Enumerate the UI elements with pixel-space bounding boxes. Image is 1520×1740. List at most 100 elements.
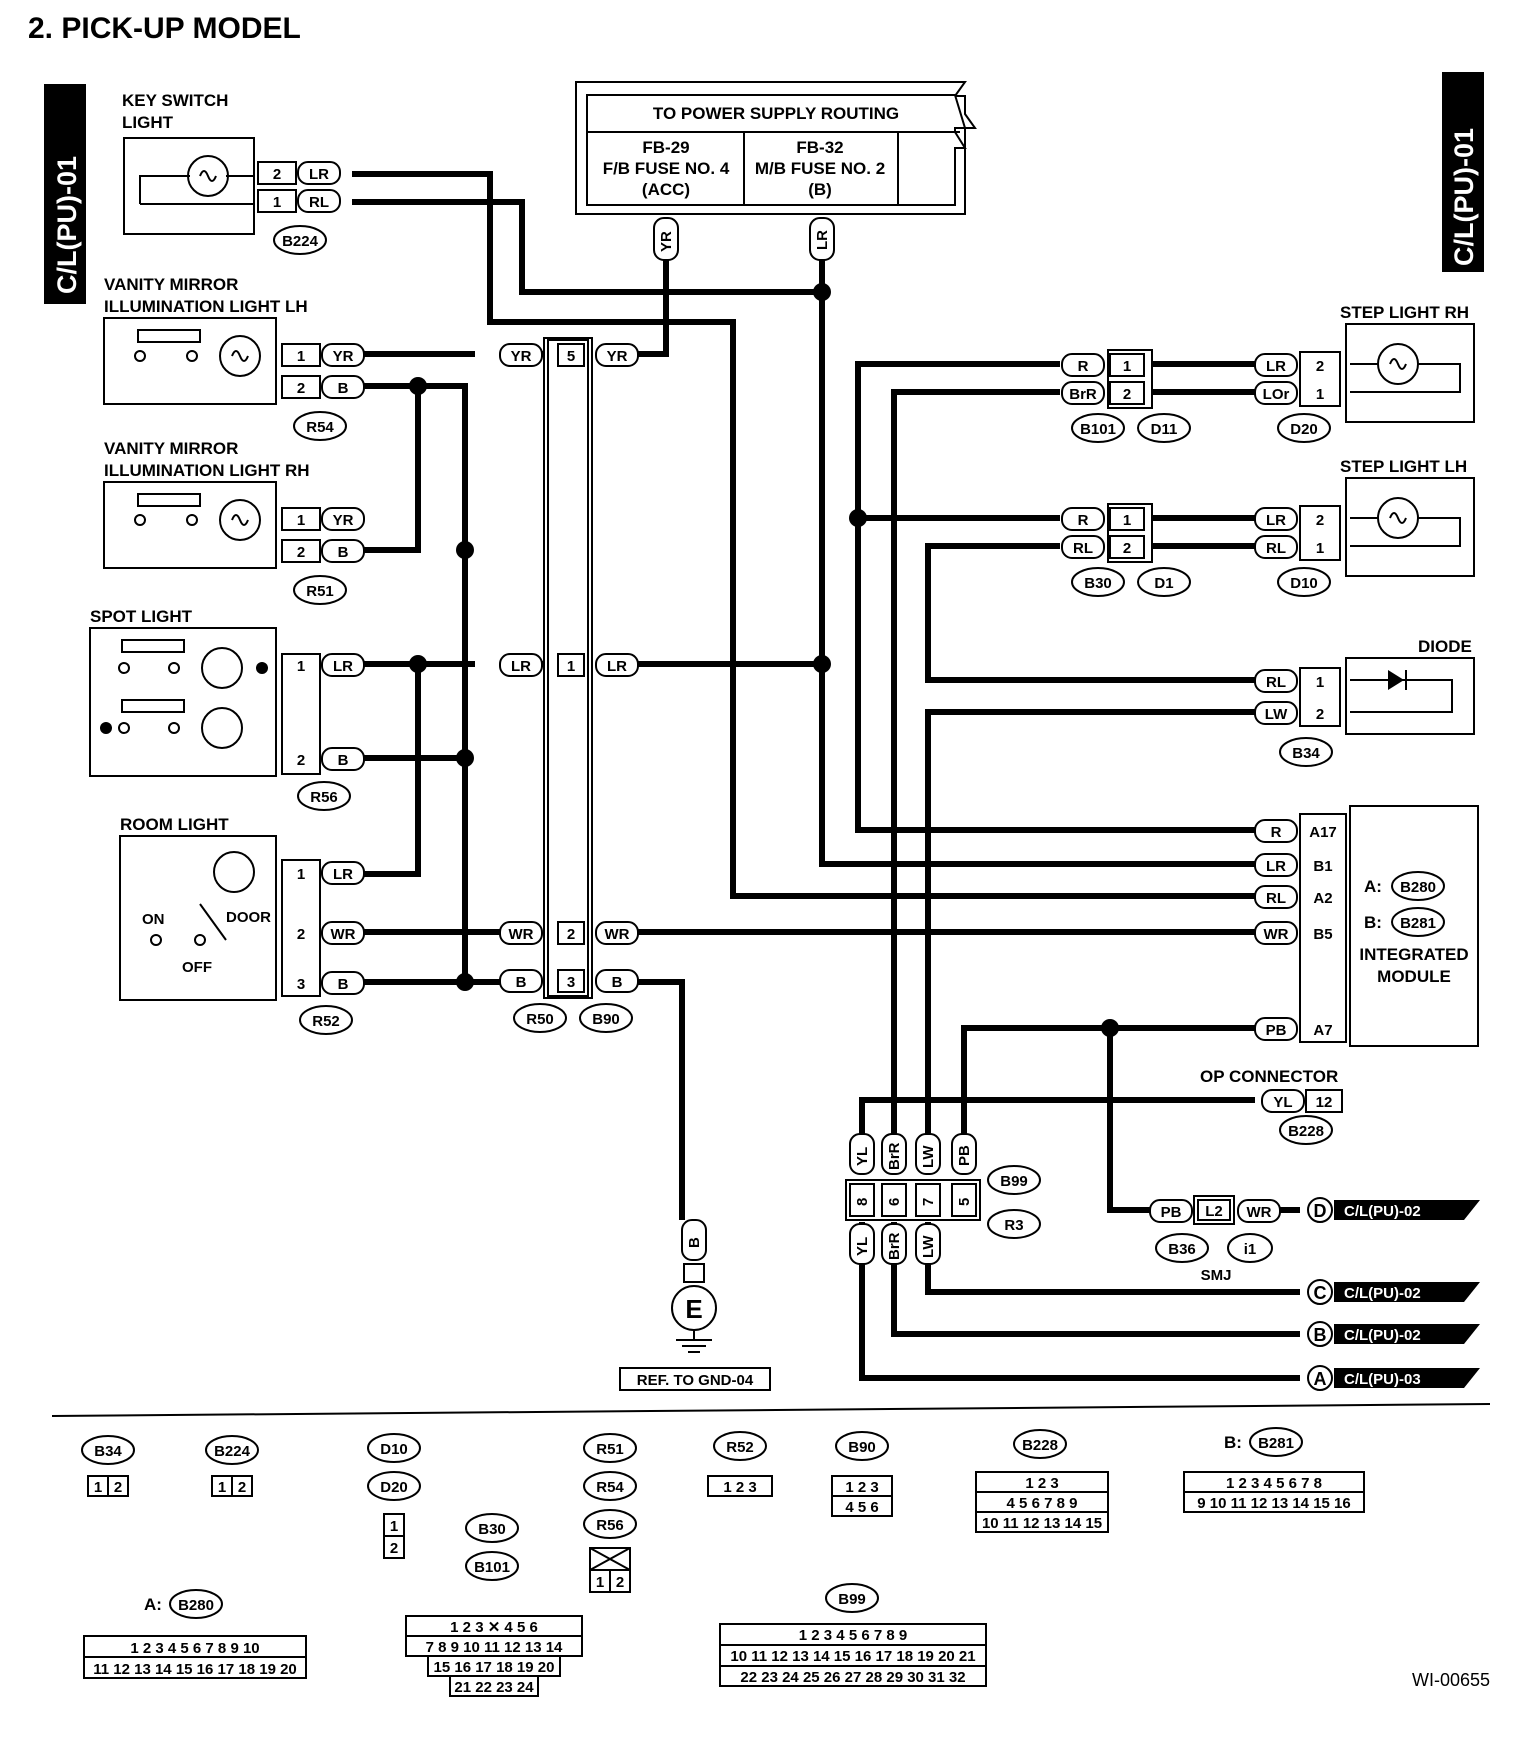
svg-text:B:: B: [1364, 913, 1382, 932]
svg-text:C/L(PU)-02: C/L(PU)-02 [1344, 1203, 1421, 1220]
step-light-rh: STEP LIGHT RH LR LOr 2 1 D20 [1254, 303, 1475, 443]
svg-text:1: 1 [596, 1574, 604, 1591]
svg-text:12: 12 [1316, 1094, 1333, 1111]
vanity-mirror-light-rh: VANITY MIRROR ILLUMINATION LIGHT RH 1 2 … [103, 439, 365, 605]
svg-text:2: 2 [1316, 358, 1324, 375]
connector-b224: B224 [282, 233, 319, 250]
svg-text:6: 6 [886, 1198, 903, 1206]
svg-text:1: 1 [1123, 358, 1131, 375]
svg-text:R: R [1078, 358, 1089, 375]
svg-text:B99: B99 [838, 1591, 866, 1608]
svg-text:PB: PB [1161, 1204, 1182, 1221]
connector-r52: R52 [312, 1013, 340, 1030]
svg-text:YR: YR [658, 231, 675, 252]
svg-text:LR: LR [333, 658, 353, 675]
junction-dots [409, 283, 1119, 1037]
svg-text:2: 2 [1316, 512, 1324, 529]
side-tab-left: C/L(PU)-01 [44, 84, 86, 304]
diode: DIODE RL LW 1 2 B34 [1254, 637, 1475, 767]
ground-ref: REF. TO GND-04 [637, 1372, 754, 1389]
svg-text:M/B FUSE NO. 2: M/B FUSE NO. 2 [755, 159, 885, 178]
svg-text:LR: LR [814, 230, 831, 250]
svg-text:B30: B30 [1084, 575, 1112, 592]
svg-text:4 5 6 7 8 9: 4 5 6 7 8 9 [1007, 1495, 1078, 1512]
svg-text:LR: LR [1266, 858, 1286, 875]
svg-text:B280: B280 [178, 1597, 214, 1614]
svg-text:D: D [1314, 1201, 1327, 1221]
svg-text:1: 1 [390, 1518, 398, 1535]
svg-text:1 2 3: 1 2 3 [845, 1479, 878, 1496]
connector-b101-d11: R BrR 1 2 B101 D11 [1061, 349, 1191, 443]
svg-text:D10: D10 [380, 1441, 408, 1458]
svg-text:2: 2 [1123, 540, 1131, 557]
connector-r54: R54 [306, 419, 334, 436]
svg-text:C/L(PU)-02: C/L(PU)-02 [1344, 1327, 1421, 1344]
svg-text:1: 1 [297, 348, 305, 365]
svg-text:B1: B1 [1313, 858, 1332, 875]
svg-text:VANITY MIRROR: VANITY MIRROR [104, 439, 238, 458]
key-switch-light: KEY SWITCH LIGHT 2 1 LR RL B224 [122, 91, 341, 255]
svg-text:(B): (B) [808, 180, 832, 199]
svg-text:YL: YL [854, 1237, 871, 1256]
svg-text:5: 5 [956, 1198, 973, 1206]
svg-text:B228: B228 [1288, 1123, 1324, 1140]
svg-text:B: B [338, 544, 349, 561]
svg-text:STEP LIGHT LH: STEP LIGHT LH [1340, 457, 1467, 476]
svg-text:B:: B: [1224, 1433, 1242, 1452]
connector-b30-d1: R RL 1 2 B30 D1 [1061, 503, 1191, 597]
svg-text:B34: B34 [94, 1443, 122, 1460]
svg-text:OFF: OFF [182, 959, 212, 976]
svg-text:1: 1 [567, 658, 575, 675]
svg-text:2: 2 [297, 926, 305, 943]
svg-text:B101: B101 [1080, 421, 1116, 438]
svg-text:4 5 6: 4 5 6 [845, 1499, 878, 1516]
svg-text:B36: B36 [1168, 1241, 1196, 1258]
svg-text:RL: RL [1073, 540, 1093, 557]
svg-text:2: 2 [297, 380, 305, 397]
svg-text:5: 5 [567, 348, 575, 365]
svg-text:LOr: LOr [1263, 386, 1290, 403]
svg-text:B5: B5 [1313, 926, 1332, 943]
svg-text:ILLUMINATION LIGHT LH: ILLUMINATION LIGHT LH [104, 297, 308, 316]
svg-text:R54: R54 [596, 1479, 624, 1496]
power-wire-tags: YR LR [653, 217, 835, 261]
svg-text:7: 7 [920, 1198, 937, 1206]
svg-text:INTEGRATED: INTEGRATED [1359, 945, 1468, 964]
svg-text:B: B [516, 974, 527, 991]
svg-text:PB: PB [1266, 1022, 1287, 1039]
svg-text:B101: B101 [474, 1559, 510, 1576]
svg-text:A2: A2 [1313, 890, 1332, 907]
svg-text:WR: WR [1264, 926, 1289, 943]
svg-text:B228: B228 [1022, 1437, 1058, 1454]
connector-r50: R50 [526, 1011, 554, 1028]
svg-text:PB: PB [956, 1145, 973, 1166]
svg-text:WR: WR [331, 926, 356, 943]
svg-text:C/L(PU)-02: C/L(PU)-02 [1344, 1285, 1421, 1302]
svg-text:RL: RL [1266, 890, 1286, 907]
svg-text:1 2 3 4 5 6 7 8 9 10: 1 2 3 4 5 6 7 8 9 10 [130, 1640, 259, 1657]
svg-text:R52: R52 [726, 1439, 754, 1456]
svg-text:LR: LR [1266, 358, 1286, 375]
svg-text:1 2 3 4 5 6 7 8 9: 1 2 3 4 5 6 7 8 9 [799, 1627, 907, 1644]
svg-text:WR: WR [605, 926, 630, 943]
svg-text:R56: R56 [596, 1517, 624, 1534]
vanity-mirror-light-lh: VANITY MIRROR ILLUMINATION LIGHT LH 1 2 … [103, 275, 365, 441]
svg-text:B281: B281 [1400, 915, 1436, 932]
svg-text:1: 1 [1123, 512, 1131, 529]
step-light-lh: STEP LIGHT LH LR RL 2 1 D10 [1254, 457, 1475, 597]
svg-text:B: B [1314, 1325, 1327, 1345]
svg-text:10 11 12 13 14 15: 10 11 12 13 14 15 [982, 1515, 1102, 1532]
svg-text:1: 1 [218, 1479, 226, 1496]
wires [352, 171, 1300, 1381]
svg-text:YR: YR [333, 348, 354, 365]
svg-text:WR: WR [509, 926, 534, 943]
offpage-c: C C/L(PU)-02 [1307, 1279, 1480, 1305]
svg-text:A17: A17 [1309, 824, 1337, 841]
ground-e: B E REF. TO GND-04 [619, 1219, 771, 1391]
svg-text:2: 2 [297, 752, 305, 769]
svg-text:2: 2 [114, 1479, 122, 1496]
svg-text:L2: L2 [1205, 1203, 1223, 1220]
svg-text:1 2 3 ✕ 4 5 6: 1 2 3 ✕ 4 5 6 [450, 1619, 538, 1636]
svg-text:1: 1 [1316, 540, 1324, 557]
